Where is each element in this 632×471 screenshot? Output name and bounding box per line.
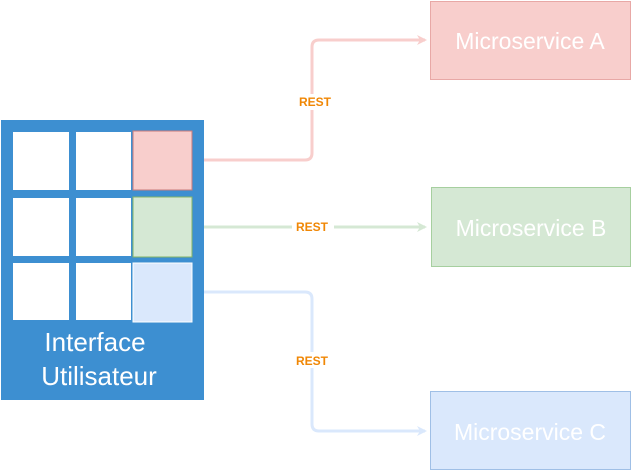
service-a-background — [430, 1, 631, 80]
ui-tile-service-a — [132, 130, 193, 191]
service-c-box: Microservice C — [430, 391, 631, 470]
service-b-label: Microservice B — [456, 215, 607, 241]
ui-tile-service-c — [132, 262, 193, 323]
service-c-label: Microservice C — [454, 419, 606, 445]
service-b-box: Microservice B — [431, 187, 631, 267]
connector-label-b: REST — [296, 220, 329, 234]
service-a-box: Microservice A — [430, 1, 631, 80]
user-interface-block: Interface Utilisateur — [1, 120, 204, 400]
ui-tile — [76, 263, 131, 320]
ui-tile — [76, 198, 131, 256]
service-a-label: Microservice A — [455, 28, 605, 54]
user-interface-title-line1: Interface — [44, 327, 145, 357]
ui-tile — [13, 198, 69, 256]
ui-tile — [13, 132, 69, 190]
service-b-background — [431, 187, 631, 267]
connector-label-a: REST — [299, 95, 332, 109]
connector-label-c: REST — [296, 354, 329, 368]
user-interface-title-line2: Utilisateur — [41, 361, 157, 391]
service-c-background — [430, 391, 631, 470]
ui-tile — [13, 263, 69, 320]
ui-tile-service-b — [132, 196, 193, 258]
ui-tile — [76, 132, 131, 190]
